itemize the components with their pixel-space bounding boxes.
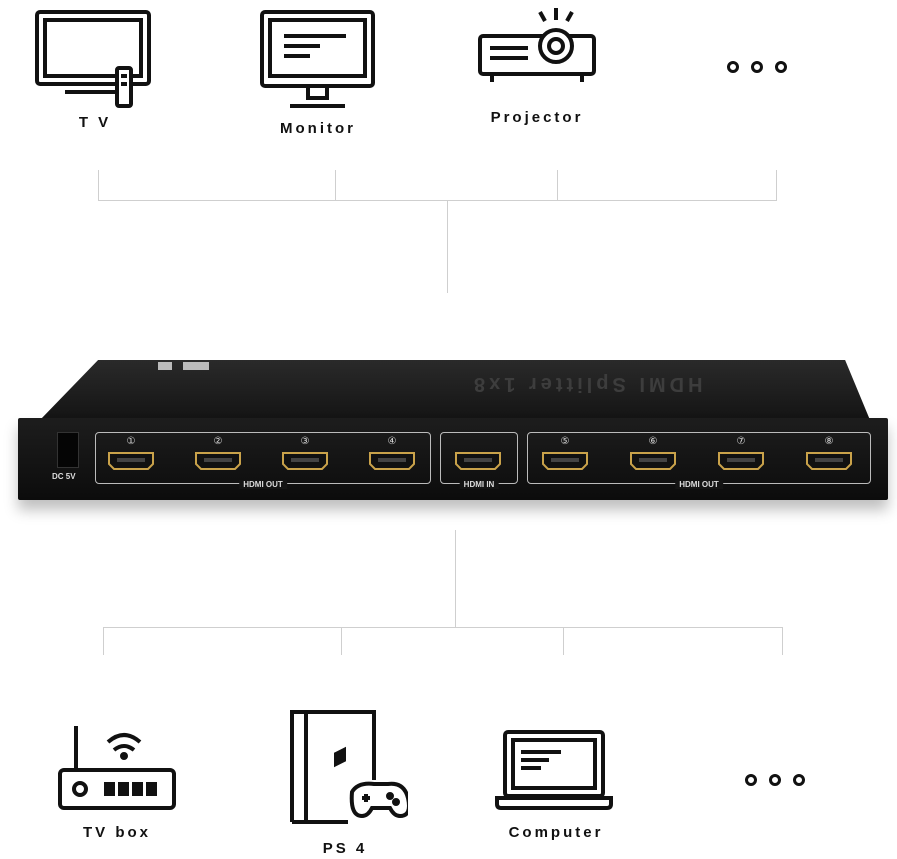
- port-number: ①: [126, 436, 136, 447]
- connector-line: [103, 627, 104, 655]
- connector-line: [455, 530, 456, 628]
- input-label-computer: Computer: [508, 824, 604, 841]
- hdmi-in-port[interactable]: [455, 452, 501, 470]
- group-label: HDMI OUT: [239, 480, 287, 489]
- router-icon: [58, 726, 176, 810]
- projector-icon: [478, 8, 596, 82]
- hdmi-out-port-5[interactable]: [542, 452, 588, 470]
- connector-line: [776, 170, 777, 200]
- badge: [158, 362, 172, 370]
- connector-line: [341, 627, 342, 655]
- hdmi-out-group-right: HDMI OUT: [527, 432, 871, 489]
- connector-line: [335, 170, 336, 200]
- connector-line: [98, 200, 777, 201]
- connector-line: [557, 170, 558, 200]
- device-brand: HDMI Splitter 1x8: [470, 373, 703, 395]
- hdmi-out-port-3[interactable]: [282, 452, 328, 470]
- port-number: ⑧: [824, 436, 834, 447]
- port-number: ②: [213, 436, 223, 447]
- hdmi-out-port-8[interactable]: [806, 452, 852, 470]
- connector-line: [563, 627, 564, 655]
- connector-line: [447, 200, 448, 293]
- port-number: ④: [387, 436, 397, 447]
- connector-line: [98, 170, 99, 200]
- connector-line: [103, 627, 783, 628]
- hdmi-out-port-4[interactable]: [369, 452, 415, 470]
- ellipsis-icon: [727, 61, 787, 73]
- hdmi-in-group: HDMI IN: [440, 432, 518, 489]
- hdmi-out-port-6[interactable]: [630, 452, 676, 470]
- power-jack: [57, 432, 79, 468]
- input-label-ps4: PS 4: [322, 840, 368, 857]
- output-label-projector: Projector: [490, 109, 584, 126]
- ellipsis-icon: [745, 774, 805, 786]
- game-console-icon: [290, 710, 408, 824]
- output-label-monitor: Monitor: [280, 120, 356, 137]
- port-number: ⑥: [648, 436, 658, 447]
- power-label: DC 5V: [52, 472, 76, 481]
- connector-line: [782, 627, 783, 655]
- hdmi-out-group-left: HDMI OUT: [95, 432, 431, 489]
- output-label-tv: T V: [78, 114, 112, 131]
- laptop-icon: [495, 730, 613, 810]
- port-number: ⑦: [736, 436, 746, 447]
- input-label-tv-box: TV box: [82, 824, 152, 841]
- hdmi-out-port-2[interactable]: [195, 452, 241, 470]
- hdmi-out-port-1[interactable]: [108, 452, 154, 470]
- port-number: ③: [300, 436, 310, 447]
- badge: [183, 362, 209, 370]
- tv-icon: [35, 10, 151, 108]
- device-top: [40, 360, 870, 420]
- group-label: HDMI OUT: [675, 480, 723, 489]
- hdmi-out-port-7[interactable]: [718, 452, 764, 470]
- group-label: HDMI IN: [459, 480, 499, 489]
- port-number: ⑤: [560, 436, 570, 447]
- monitor-icon: [260, 10, 375, 108]
